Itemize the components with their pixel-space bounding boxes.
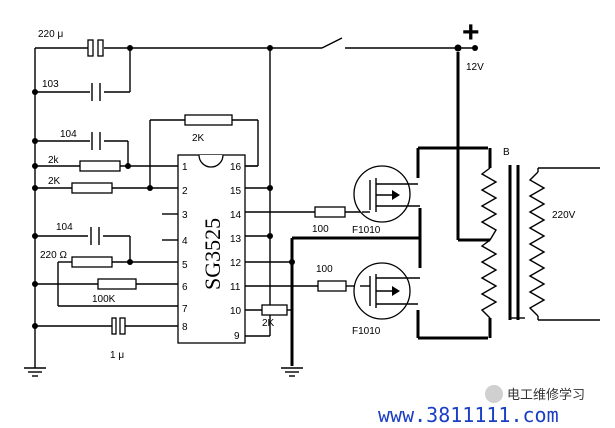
- transformer: [480, 165, 600, 321]
- label-104-mid: 104: [56, 222, 73, 233]
- pin-13: 13: [230, 234, 242, 245]
- pin-10: 10: [230, 306, 242, 317]
- wiring: [24, 37, 475, 377]
- label-2k-top: 2K: [192, 133, 205, 144]
- junctions: [32, 44, 478, 329]
- label-100k: 100K: [92, 294, 116, 305]
- watermark-text: 电工维修学习: [507, 387, 585, 403]
- label-100-top: 100: [312, 224, 329, 235]
- wechat-logo-icon: [485, 385, 503, 403]
- label-fet-top: F1010: [352, 225, 381, 236]
- label-fet-bottom: F1010: [352, 326, 381, 337]
- mosfet-top: [353, 165, 420, 223]
- pin-5: 5: [182, 260, 188, 271]
- pin-9: 9: [234, 331, 240, 342]
- pin-14: 14: [230, 210, 242, 221]
- resistor-2k-small: [79, 160, 121, 172]
- power-wiring: [281, 52, 492, 377]
- pin-16: 16: [230, 162, 242, 173]
- resistor-2k-bottom: [261, 304, 288, 316]
- label-transformer-b: B: [503, 147, 510, 158]
- resistor-100-bottom: [317, 280, 347, 292]
- pin-7: 7: [182, 304, 188, 315]
- label-220-ohm: 220 Ω: [40, 250, 67, 261]
- label-1u: 1 μ: [110, 350, 124, 361]
- label-103: 103: [42, 79, 59, 90]
- sg3525-chip: [177, 154, 246, 344]
- pin-4: 4: [182, 236, 188, 247]
- pin-1: 1: [182, 162, 188, 173]
- resistor-2k-left: [71, 182, 113, 194]
- pin-8: 8: [182, 322, 188, 333]
- component-labels: 220 μ 103 104 2k 2K 2K 104 220 Ω 100K 1 …: [38, 16, 576, 361]
- chip-name: SG3525: [200, 218, 225, 290]
- pin-6: 6: [182, 282, 188, 293]
- capacitor-104-mid: [90, 227, 100, 245]
- pin-11: 11: [230, 282, 241, 293]
- label-supply-plus: +: [462, 16, 480, 49]
- mosfet-bottom: [353, 262, 420, 320]
- label-220u: 220 μ: [38, 29, 63, 40]
- capacitor-103: [91, 83, 101, 101]
- pin-3: 3: [182, 210, 188, 221]
- label-2k-small: 2k: [48, 155, 60, 166]
- label-220v: 220V: [552, 210, 576, 221]
- capacitor-104-top: [91, 132, 101, 150]
- capacitor-1u: [111, 317, 126, 335]
- pin-15: 15: [230, 186, 242, 197]
- resistor-100-top: [314, 206, 346, 218]
- label-2k-left: 2K: [48, 176, 61, 187]
- label-12v: 12V: [466, 62, 484, 73]
- label-100-bottom: 100: [316, 264, 333, 275]
- resistor-220-ohm: [71, 256, 113, 268]
- watermark: 电工维修学习 www.3811111.com: [378, 385, 585, 427]
- resistor-2k-top: [184, 114, 233, 126]
- pin-2: 2: [182, 186, 188, 197]
- label-104-top: 104: [60, 129, 77, 140]
- chip-pin-labels: 1 2 3 4 5 6 7 8 16 15 14 13 12 11 10 9: [182, 162, 242, 342]
- label-2k-bottom: 2K: [262, 318, 275, 329]
- watermark-url: www.3811111.com: [378, 403, 559, 427]
- capacitor-220u: [87, 39, 104, 57]
- pin-12: 12: [230, 258, 242, 269]
- resistor-100k: [97, 278, 137, 290]
